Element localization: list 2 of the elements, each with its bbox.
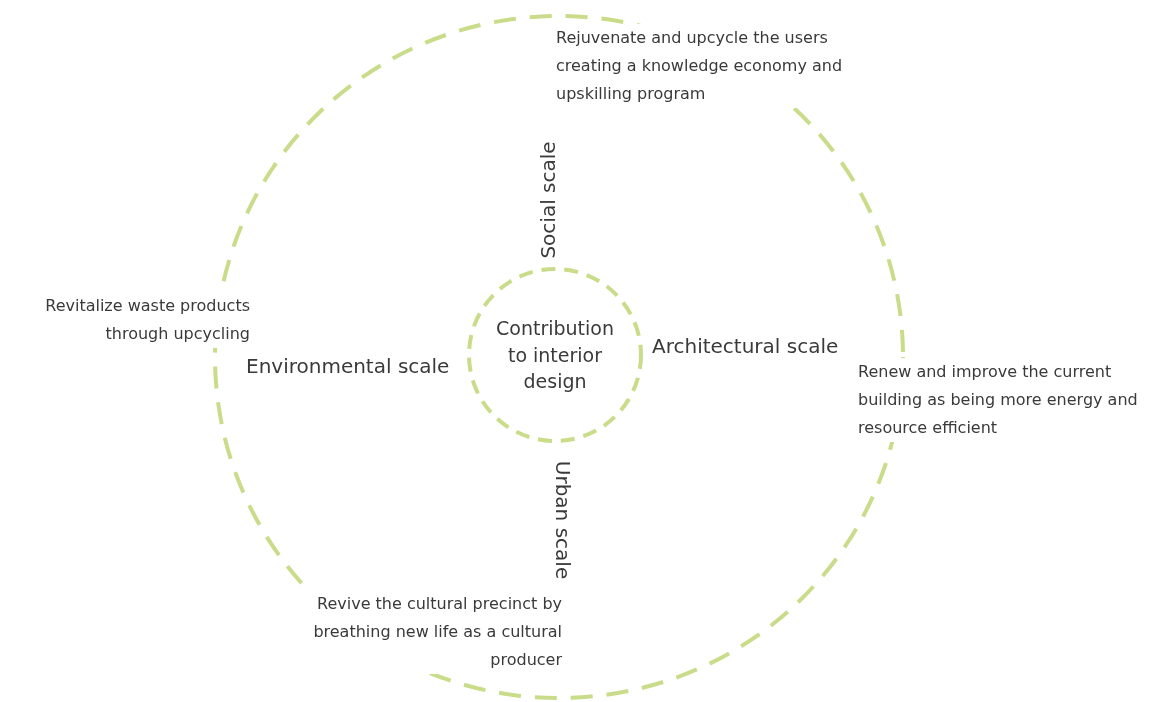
center-circle xyxy=(467,267,643,443)
circle-label: Contribution to interior design xyxy=(495,316,615,395)
